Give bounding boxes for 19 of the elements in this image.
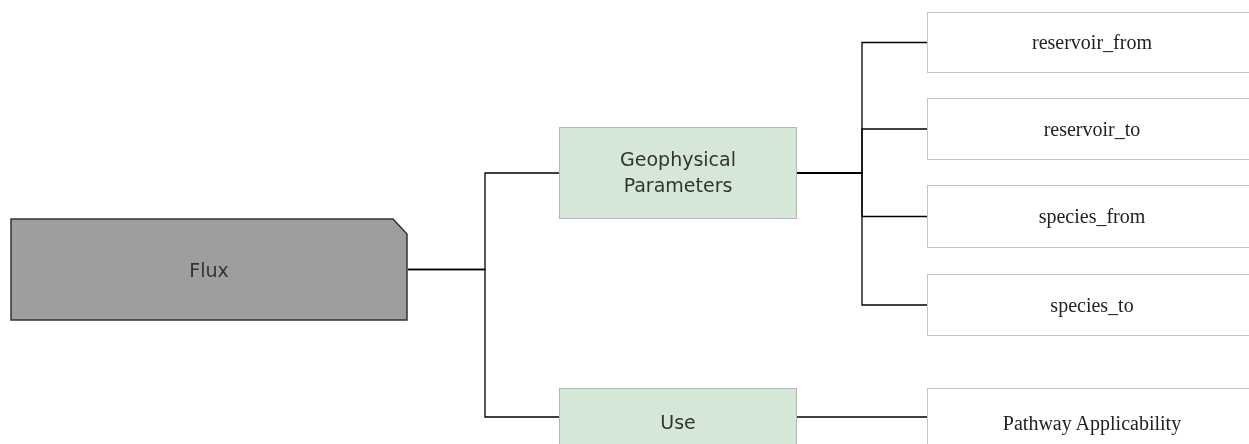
node-label: species_from <box>1037 205 1147 228</box>
attribute-box <box>927 388 1249 444</box>
attribute-box <box>927 98 1249 160</box>
tag-shape-box <box>10 218 408 321</box>
node-label: Use <box>659 410 697 436</box>
node-label: Geophysical Parameters <box>619 147 737 198</box>
connector-line <box>796 172 928 306</box>
node-label: Pathway Applicability <box>1001 411 1183 435</box>
node-label: reservoir_to <box>1042 117 1142 141</box>
connector-line <box>796 416 928 418</box>
category-box <box>559 127 797 219</box>
attribute-box <box>927 185 1249 248</box>
node-label: reservoir_from <box>1031 31 1153 54</box>
node-label: Flux <box>188 258 230 281</box>
category-box <box>559 388 797 444</box>
attribute-box <box>927 274 1249 336</box>
node-label: species_to <box>1049 293 1135 317</box>
attribute-box <box>927 12 1249 73</box>
connector-line <box>407 268 560 418</box>
